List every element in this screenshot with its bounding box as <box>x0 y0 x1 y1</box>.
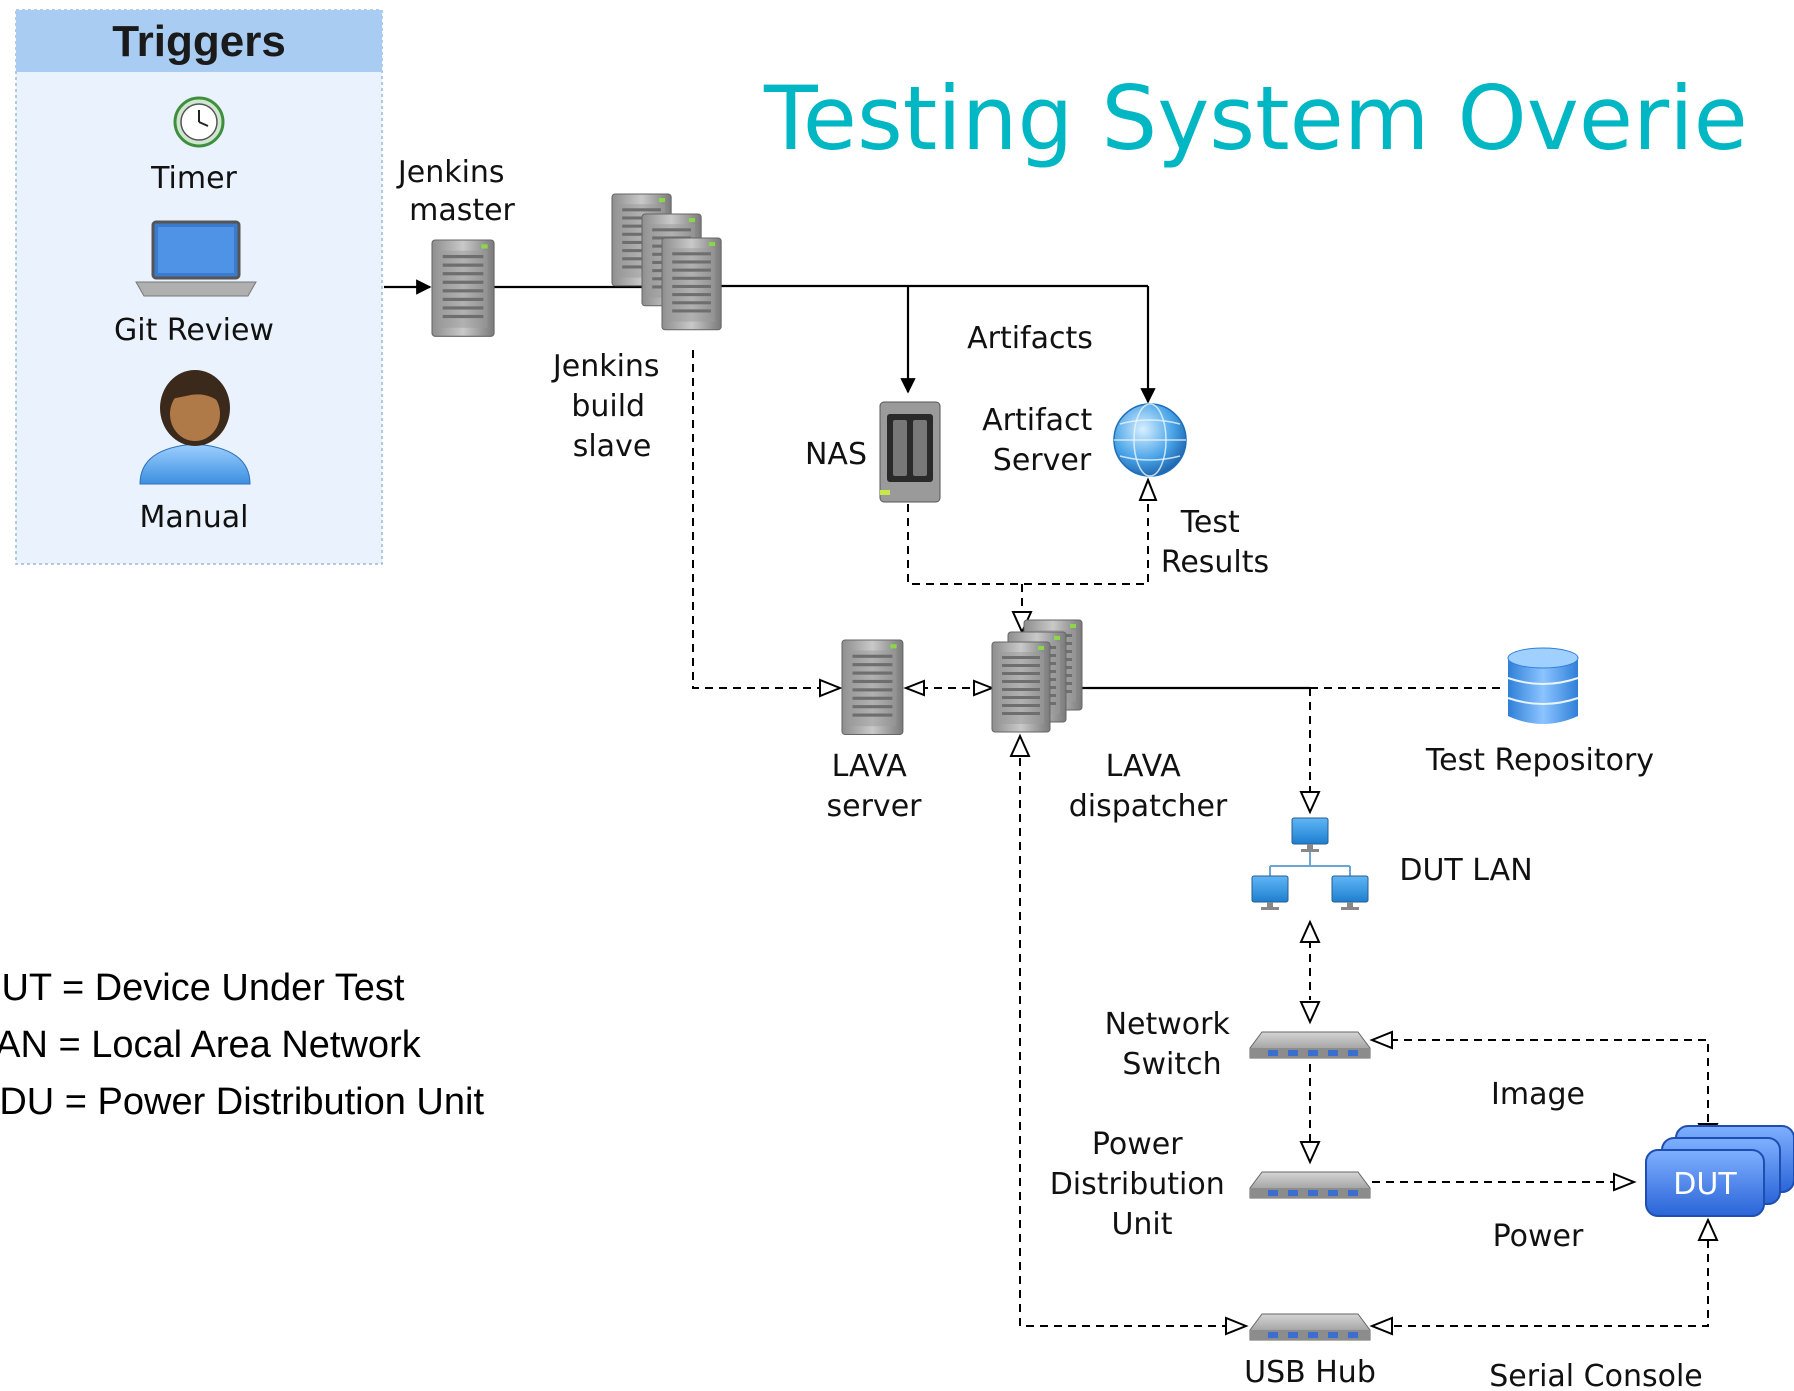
person-icon <box>139 370 251 485</box>
triggers-header: Triggers <box>112 17 286 66</box>
clock-icon <box>173 96 225 148</box>
triggers-panel: Triggers Timer Git Review Manual <box>15 9 383 565</box>
legend-dut: DUT = Device Under Test <box>0 967 405 1009</box>
trigger-timer-label: Timer <box>150 161 237 196</box>
pdu-label: Power Distribution Unit <box>1050 1127 1235 1242</box>
usb-hub-label: USB Hub <box>1244 1355 1376 1390</box>
test-results-label: Test Results <box>1161 505 1269 580</box>
dut-icon <box>1645 1125 1794 1217</box>
network-switch-label: Network Switch <box>1105 1007 1240 1082</box>
trigger-manual-label: Manual <box>139 500 248 535</box>
trigger-git-review-label: Git Review <box>114 313 274 348</box>
legend-pdu: PDU = Power Distribution Unit <box>0 1081 484 1123</box>
lava-server-label: LAVA server <box>827 749 923 824</box>
database-icon <box>1507 647 1579 724</box>
globe-icon <box>1113 403 1187 477</box>
serial-console-label: Serial Console <box>1489 1359 1703 1391</box>
image-label: Image <box>1491 1077 1585 1112</box>
nas-icon <box>879 401 941 503</box>
nas-label: NAS <box>805 437 867 472</box>
network-lan-icon <box>1251 817 1369 911</box>
jenkins-slave-label: Jenkins build slave <box>551 349 669 464</box>
lava-server-icon <box>841 639 904 736</box>
artifact-server-label: Artifact Server <box>982 403 1102 478</box>
dut-label: DUT <box>1673 1167 1737 1202</box>
lava-dispatcher-server-icon <box>991 619 1083 733</box>
power-label: Power <box>1493 1219 1584 1254</box>
legend-lan: LAN = Local Area Network <box>0 1024 422 1066</box>
jenkins-master-server-icon <box>431 239 495 337</box>
usb-hub-icon <box>1249 1313 1371 1341</box>
laptop-icon <box>135 220 257 297</box>
jenkins-master-label: Jenkins master <box>396 155 516 228</box>
artifacts-label: Artifacts <box>967 321 1093 356</box>
page-title: Testing System Overie <box>763 67 1748 170</box>
abbreviation-legend: DUT = Device Under Test LAN = Local Area… <box>0 967 484 1123</box>
dut-lan-label: DUT LAN <box>1399 853 1532 888</box>
lava-dispatcher-label: LAVA dispatcher <box>1069 749 1228 824</box>
pdu-icon <box>1249 1171 1371 1199</box>
network-switch-icon <box>1249 1031 1371 1059</box>
jenkins-slave-server-icon <box>611 193 722 331</box>
test-repository-label: Test Repository <box>1425 743 1654 778</box>
